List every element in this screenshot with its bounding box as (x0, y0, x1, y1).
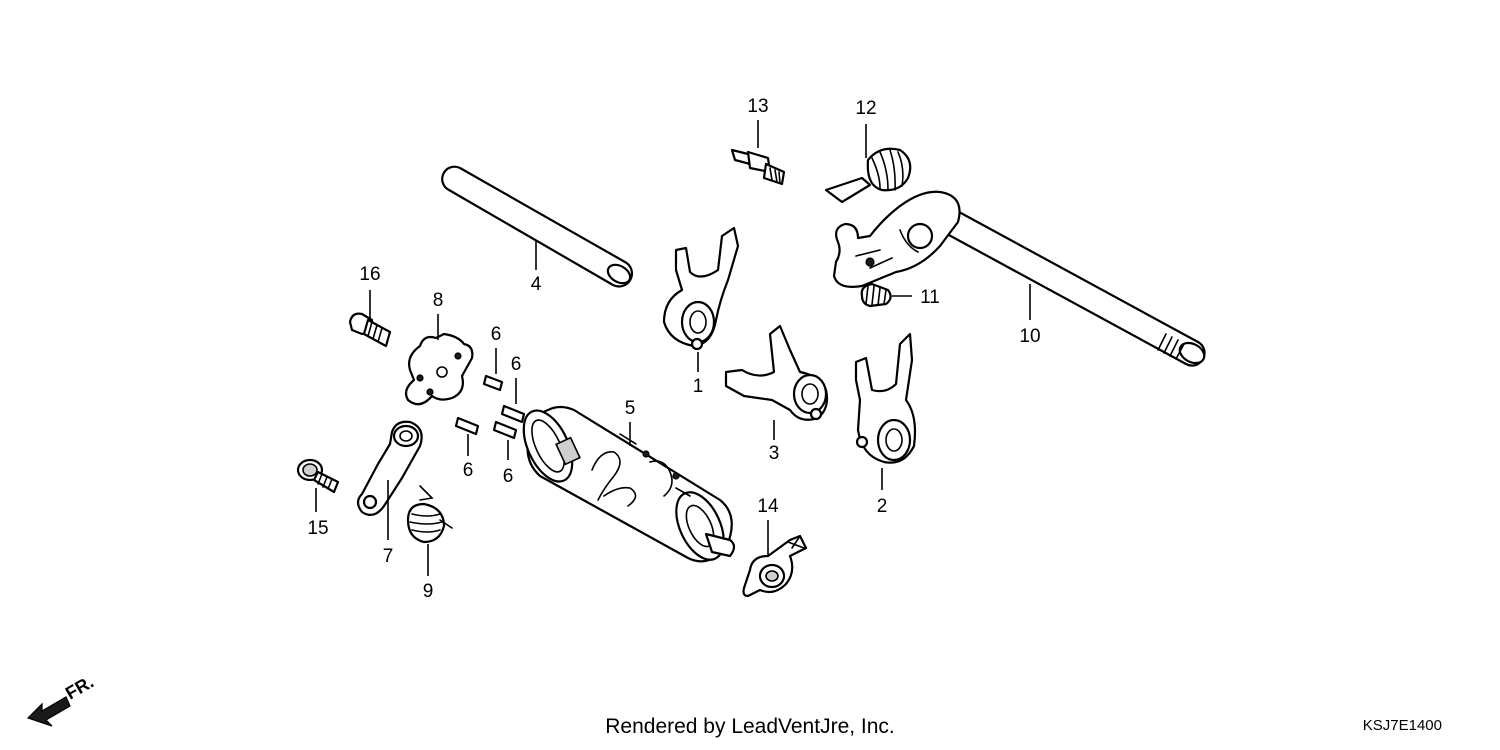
callout-6-d: 6 (503, 466, 514, 487)
part-2-shift-fork (854, 332, 917, 464)
part-9-spring (406, 485, 453, 544)
callout-1: 1 (693, 376, 704, 397)
callout-16: 16 (359, 264, 380, 285)
diagram-code: KSJ7E1400 (1363, 717, 1442, 734)
part-12-spring (824, 147, 912, 204)
callout-labels: 1 2 3 4 5 6 6 6 6 7 8 9 10 11 12 13 14 1… (307, 96, 1040, 602)
callout-9: 9 (423, 581, 434, 602)
callout-6-b: 6 (511, 354, 522, 375)
part-8-plate (404, 332, 474, 406)
part-3-shift-fork (724, 324, 829, 421)
callout-6-c: 6 (463, 460, 474, 481)
callout-11: 11 (920, 287, 940, 308)
part-15-bolt (296, 458, 340, 494)
part-1-shift-fork (662, 226, 740, 351)
callout-14: 14 (757, 496, 779, 517)
callout-6-a: 6 (491, 324, 502, 345)
callout-13: 13 (747, 96, 768, 117)
callout-5: 5 (625, 398, 636, 419)
part-13-bolt (730, 148, 786, 186)
part-16-bolt (348, 312, 392, 348)
part-4-fork-shaft (441, 165, 634, 288)
part-14-plate (742, 534, 808, 598)
leader-lines (315, 120, 1031, 576)
callout-7: 7 (383, 546, 394, 567)
footer-credit: Rendered by LeadVentJre, Inc. (605, 715, 895, 738)
callout-10: 10 (1019, 326, 1040, 347)
callout-3: 3 (769, 443, 780, 464)
part-7-arm (356, 420, 423, 517)
front-arrow-icon (26, 696, 71, 727)
part-5-shift-drum (522, 405, 736, 563)
callout-15: 15 (307, 518, 328, 539)
callout-2: 2 (877, 496, 888, 517)
part-6-pins (454, 374, 526, 440)
callout-8: 8 (433, 290, 444, 311)
callout-4: 4 (531, 274, 542, 295)
front-direction-indicator: FR. (26, 672, 97, 727)
part-10-gearshift-spindle (832, 190, 1206, 367)
callout-12: 12 (855, 98, 876, 119)
part-11-spring (860, 282, 892, 308)
